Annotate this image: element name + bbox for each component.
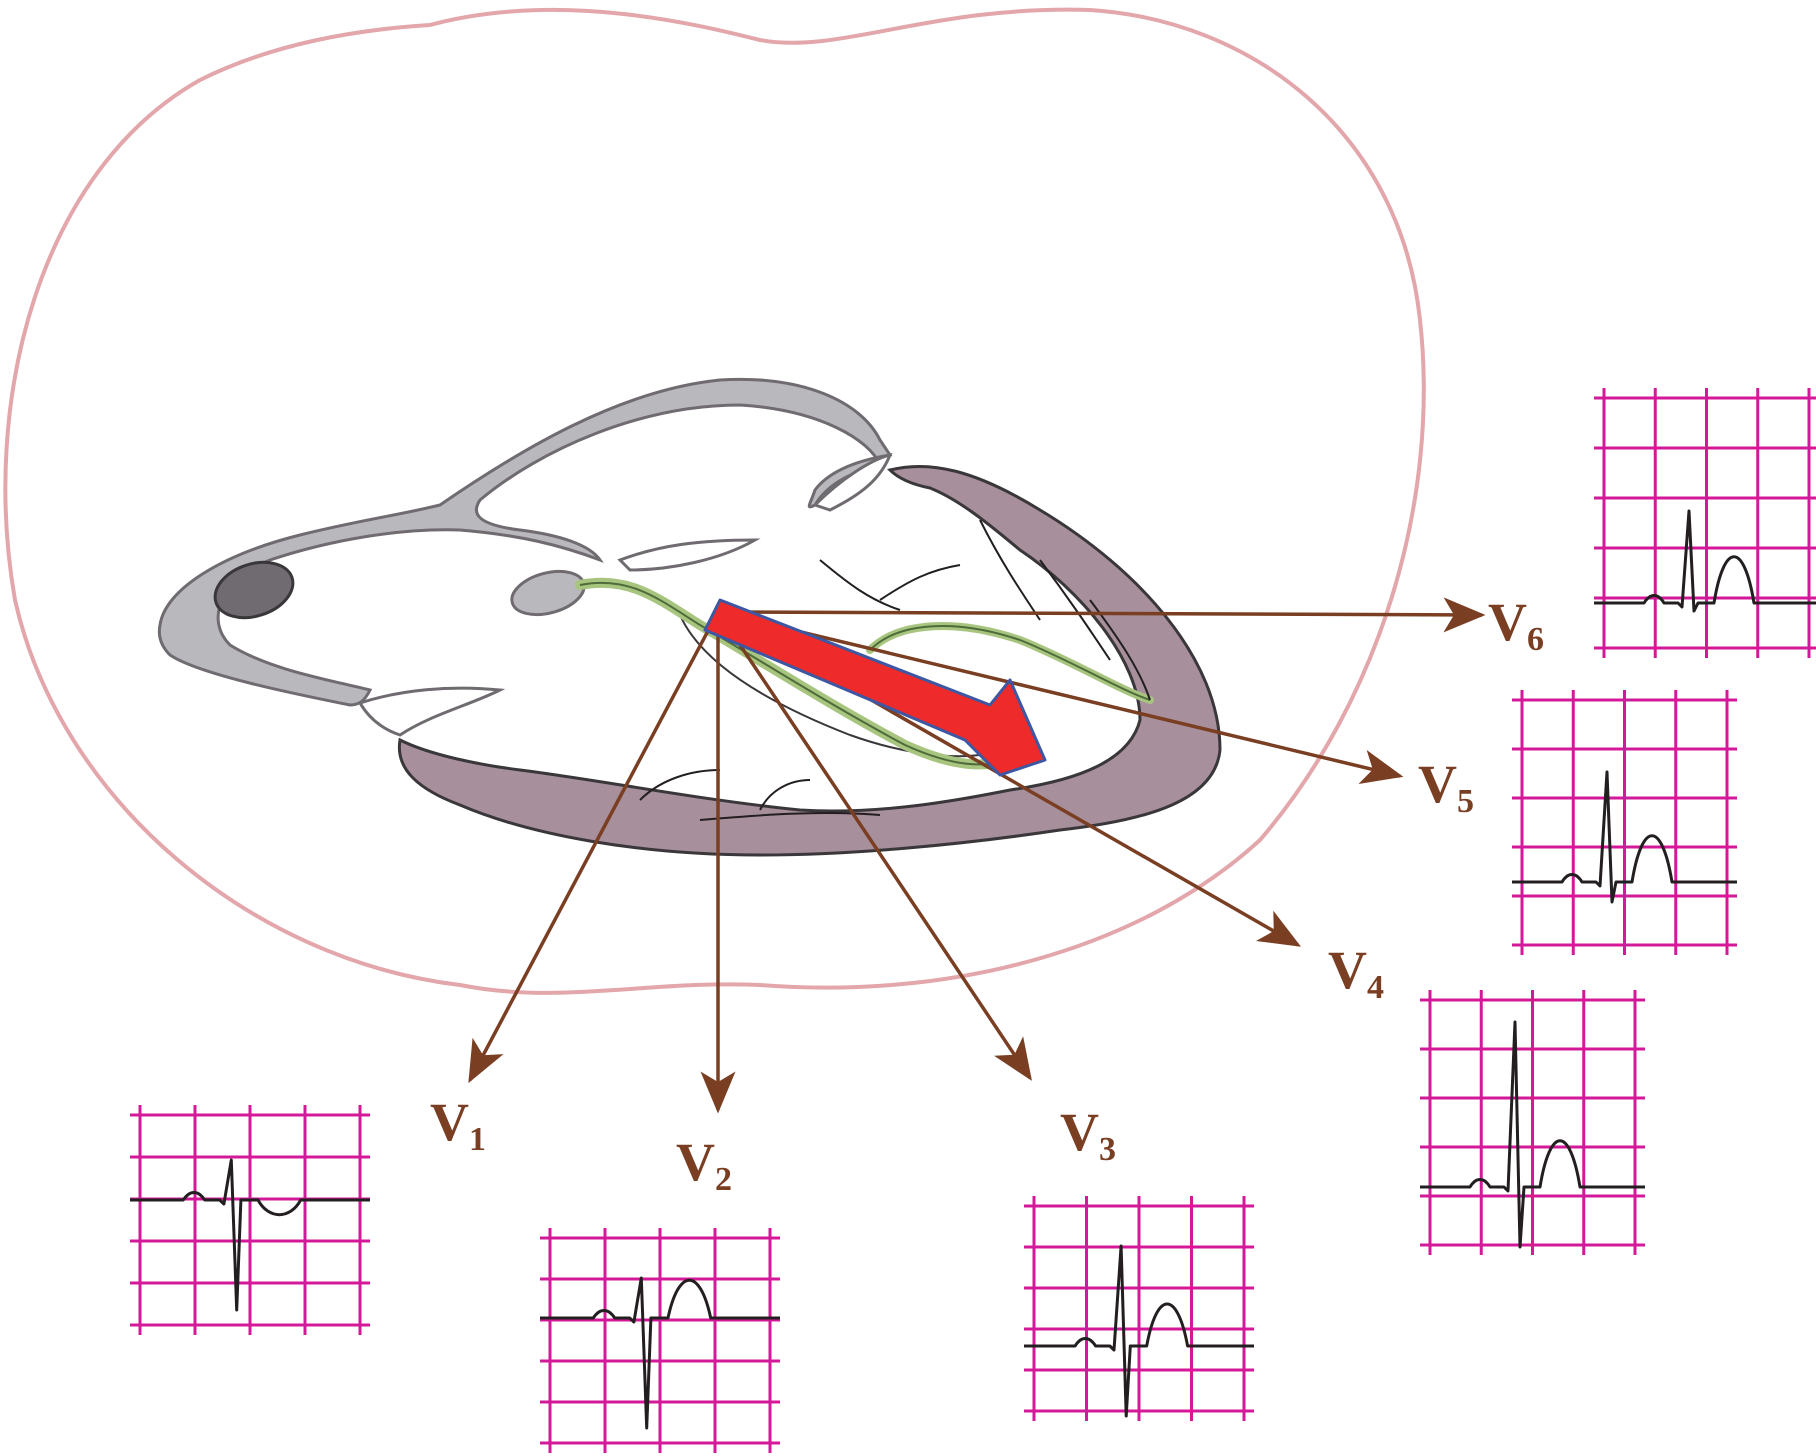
mitral-valve (812, 452, 893, 512)
heart-cross-section-icon (157, 377, 1222, 857)
left-ventricle-wall (397, 464, 1222, 857)
svg-text:V2: V2 (676, 1132, 732, 1198)
bundle-branch-outline (579, 581, 1021, 766)
cardiac-electrical-vector-icon (703, 598, 1047, 777)
left-fascicle-outline (869, 625, 1151, 701)
chest-outline (3, 7, 1426, 995)
tricuspid-valve (357, 686, 506, 737)
lead-arrows (468, 597, 1486, 1114)
svg-text:V1: V1 (430, 1092, 486, 1158)
lead-label-v6: V6 (1488, 592, 1544, 658)
ecg-strip-v5 (1512, 690, 1737, 955)
svg-text:V6: V6 (1488, 592, 1544, 658)
svg-text:V3: V3 (1060, 1102, 1116, 1168)
ecg-trace-v2 (540, 1276, 780, 1430)
ecg-trace-v3 (1024, 1244, 1254, 1418)
septal-leaflet (617, 538, 761, 572)
ecg-strip-v3 (1024, 1196, 1254, 1421)
ecg-trace-v1 (130, 1158, 370, 1312)
svg-text:V4: V4 (1328, 940, 1384, 1006)
ecg-trace-v5 (1512, 770, 1737, 904)
ecg-strip-v2 (540, 1228, 780, 1453)
lead-arrow-v5 (717, 610, 1404, 785)
lead-arrow-v1 (468, 611, 720, 1084)
lead-label-v3: V3 (1060, 1102, 1116, 1168)
ecg-strip-v1 (130, 1105, 370, 1335)
lead-label-v5: V5 (1418, 754, 1474, 820)
ecg-strips (130, 388, 1816, 1453)
ecg-strip-v6 (1594, 388, 1816, 658)
lead-label-v4: V4 (1328, 940, 1384, 1006)
ecg-trace-v4 (1420, 1020, 1645, 1249)
lead-label-v2: V2 (676, 1132, 732, 1198)
ecg-trace-v6 (1594, 509, 1816, 613)
av-node (510, 569, 586, 617)
sinus-node (213, 560, 295, 620)
lead-arrow-v6 (717, 597, 1486, 633)
atrium-wall (157, 377, 893, 707)
lead-arrow-v3 (716, 611, 1032, 1081)
lead-label-v1: V1 (430, 1092, 486, 1158)
ecg-strip-v4 (1420, 990, 1645, 1255)
svg-text:V5: V5 (1418, 754, 1474, 820)
